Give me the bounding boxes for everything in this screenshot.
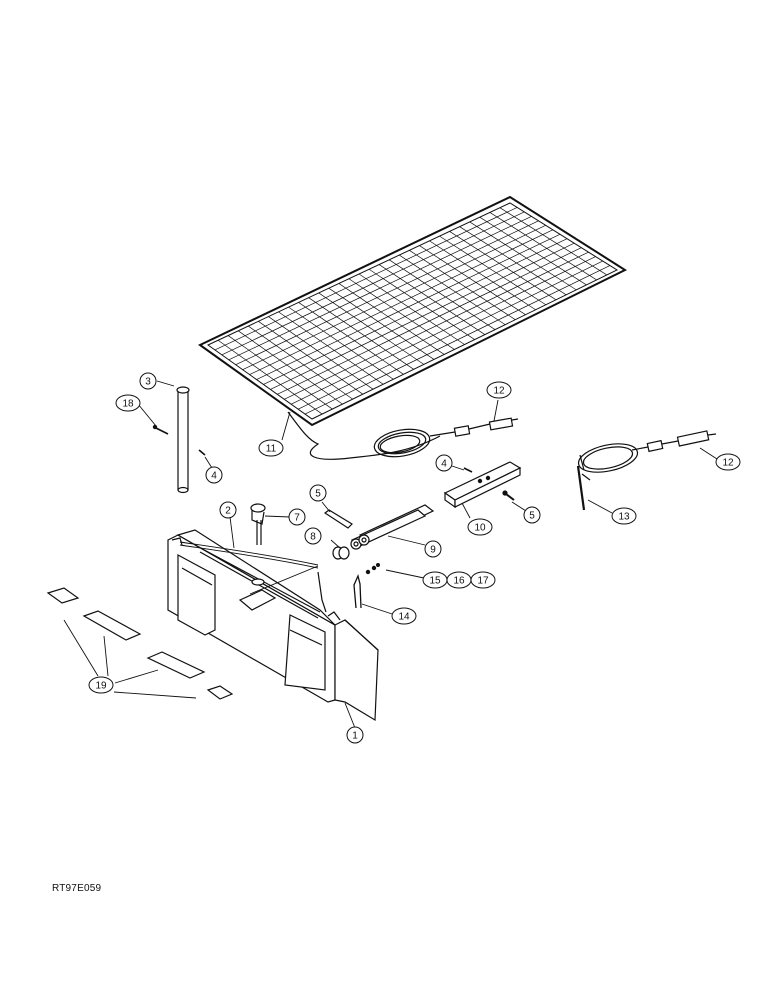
callout-label: 2 — [225, 506, 231, 517]
pin-4-left — [198, 449, 206, 456]
callout-13: 13 — [611, 507, 637, 525]
callout-label: 16 — [453, 576, 465, 587]
chain — [179, 541, 319, 595]
callout-label: 11 — [266, 444, 277, 455]
callout-label: 1 — [352, 731, 358, 742]
figure-code: RT97E059 — [52, 883, 102, 894]
callout-label: 5 — [529, 511, 535, 522]
pin-3 — [176, 386, 190, 494]
callout-18: 18 — [115, 394, 141, 412]
callout-label: 7 — [294, 513, 300, 524]
callout-label: 4 — [211, 471, 217, 482]
callout-label: 8 — [310, 532, 316, 543]
callout-label: 19 — [95, 681, 107, 692]
callout-label: 18 — [122, 399, 134, 410]
callout-label: 13 — [618, 512, 630, 523]
callout-4: 4 — [435, 454, 453, 472]
callout-5: 5 — [523, 506, 541, 524]
callout-11: 11 — [258, 439, 284, 457]
callout-2: 2 — [219, 501, 237, 519]
callout-1: 1 — [346, 726, 364, 744]
tube-10 — [443, 461, 522, 509]
hitch-pin-7 — [250, 503, 266, 545]
fitting-8 — [332, 546, 350, 560]
callout-label: 12 — [722, 458, 734, 469]
leader-lines — [63, 380, 718, 729]
callout-16: 16 — [446, 571, 472, 589]
callout-label: 10 — [474, 523, 486, 534]
tube-9 — [350, 504, 435, 550]
callout-9: 9 — [424, 540, 442, 558]
callout-10: 10 — [467, 518, 493, 536]
sleeve-5 — [323, 509, 353, 529]
pin-18 — [152, 424, 169, 435]
hardware-15-17 — [365, 562, 381, 575]
callout-label: 17 — [477, 576, 489, 587]
probe — [576, 465, 591, 511]
callout-label: 4 — [441, 459, 447, 470]
callout-14: 14 — [391, 607, 417, 625]
callout-8: 8 — [304, 527, 322, 545]
callout-label: 9 — [430, 545, 436, 556]
pin-4-right — [463, 467, 473, 473]
callout-15: 15 — [422, 571, 448, 589]
callout-label: 3 — [145, 377, 151, 388]
bolt-5-right — [502, 490, 515, 501]
decals-19 — [46, 587, 234, 700]
clip-14 — [353, 574, 362, 609]
cable-right — [577, 430, 717, 473]
callout-label: 5 — [315, 489, 321, 500]
callout-label: 14 — [398, 612, 410, 623]
callout-3: 3 — [139, 372, 157, 390]
callout-12: 12 — [715, 453, 741, 471]
callout-4: 4 — [205, 466, 223, 484]
callout-19: 19 — [88, 676, 114, 694]
callout-5: 5 — [309, 484, 327, 502]
callout-12: 12 — [486, 381, 512, 399]
mount-frame — [167, 529, 379, 722]
cable-left — [287, 411, 519, 460]
callout-7: 7 — [288, 508, 306, 526]
callout-label: 15 — [429, 576, 441, 587]
callout-label: 12 — [493, 386, 505, 397]
callout-17: 17 — [470, 571, 496, 589]
grid-mat — [198, 195, 628, 427]
